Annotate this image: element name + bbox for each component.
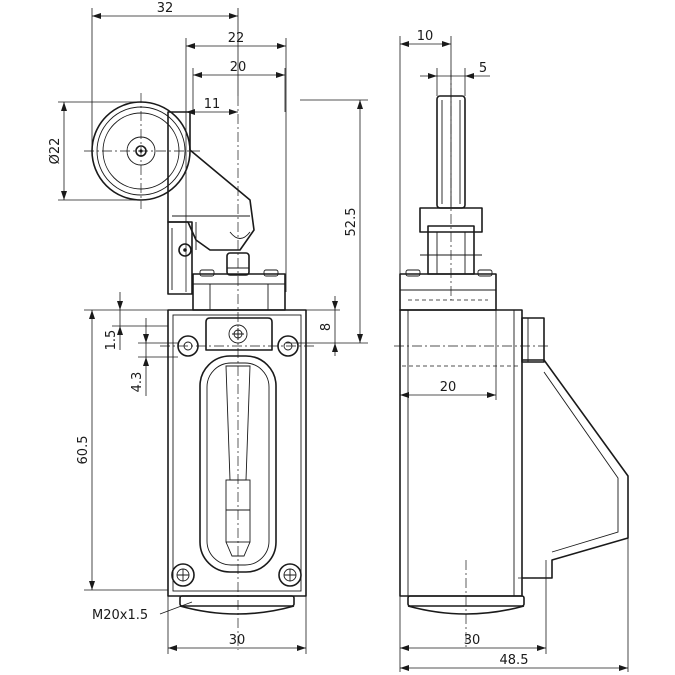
dim-60-5: 60.5 — [76, 436, 91, 465]
dim-52-5: 52.5 — [344, 208, 359, 237]
front-view — [84, 93, 316, 650]
dim-1-5: 1.5 — [104, 330, 119, 351]
dimension-labels: 32 22 20 11 Ø22 52.5 8 1.5 4.3 60.5 M20x… — [48, 1, 528, 668]
dim-10: 10 — [417, 29, 434, 44]
side-view — [394, 70, 629, 650]
dim-thread: M20x1.5 — [92, 608, 148, 623]
dim-32: 32 — [157, 1, 174, 16]
dim-5: 5 — [479, 61, 487, 76]
lever-arm — [167, 111, 255, 295]
dim-22: 22 — [228, 31, 245, 46]
dim-48-5: 48.5 — [500, 653, 529, 668]
dim-30-front: 30 — [229, 633, 246, 648]
dim-20-top: 20 — [230, 60, 247, 75]
dim-4-3: 4.3 — [130, 372, 145, 393]
dim-11: 11 — [204, 97, 221, 112]
dim-8: 8 — [319, 323, 334, 331]
dim-20-side: 20 — [440, 380, 457, 395]
dim-30-side: 30 — [464, 633, 481, 648]
switch-body — [167, 309, 307, 615]
roller — [84, 93, 200, 209]
dimension-lines — [58, 8, 629, 672]
switch-head — [192, 269, 286, 311]
dim-roller-diameter: Ø22 — [48, 138, 63, 165]
